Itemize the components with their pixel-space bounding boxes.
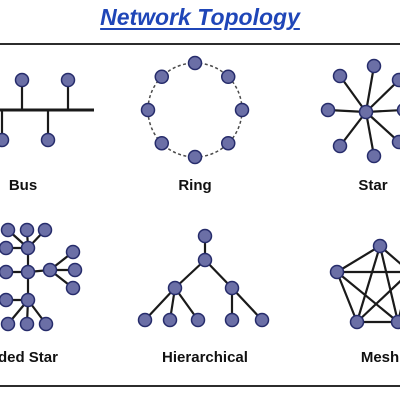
- hierarchical-node: [197, 252, 213, 268]
- bus-node: [0, 132, 10, 148]
- mesh-link: [336, 245, 381, 273]
- extended-star-node: [38, 316, 54, 332]
- mesh-link: [355, 245, 382, 323]
- hierarchical-leaf-node: [162, 312, 178, 328]
- extended-star-node: [19, 222, 35, 238]
- label-ring: Ring: [178, 177, 211, 194]
- mesh-node: [329, 264, 345, 280]
- extended-star-subhub-node: [0, 264, 14, 280]
- bus-topology: [0, 72, 94, 148]
- star-link: [365, 111, 400, 143]
- extended-star-node: [0, 240, 14, 256]
- extended-star-node: [19, 316, 35, 332]
- extended-star-node: [0, 222, 16, 238]
- hierarchical-node: [167, 280, 183, 296]
- label-star: Star: [358, 177, 387, 194]
- hierarchical-topology: [137, 228, 270, 328]
- bus-node: [14, 72, 30, 88]
- label-bus: Bus: [9, 177, 37, 194]
- extended-star-node: [0, 316, 16, 332]
- hierarchical-leaf-node: [254, 312, 270, 328]
- star-hub-node: [358, 104, 374, 120]
- extended-star-node: [0, 292, 14, 308]
- extended-star-node: [67, 262, 83, 278]
- extended-star-subhub-node: [42, 262, 58, 278]
- extended-star-node: [65, 280, 81, 296]
- mesh-node: [349, 314, 365, 330]
- star-node: [366, 148, 382, 164]
- star-link: [339, 75, 367, 113]
- page-title: Network Topology: [100, 4, 300, 30]
- hierarchical-link: [231, 287, 263, 321]
- ring-node: [220, 69, 236, 85]
- extended-star-node: [37, 222, 53, 238]
- ring-node: [187, 149, 203, 165]
- mesh-link: [378, 245, 400, 323]
- mesh-node: [390, 314, 400, 330]
- bus-node: [60, 72, 76, 88]
- ring-node: [220, 135, 236, 151]
- mesh-link: [336, 271, 399, 323]
- extended-star-node: [65, 244, 81, 260]
- ring-node: [154, 135, 170, 151]
- hierarchical-leaf-node: [137, 312, 153, 328]
- ring-topology: [140, 55, 250, 165]
- mesh-link: [335, 271, 359, 323]
- mesh-link: [356, 279, 400, 323]
- star-node: [320, 102, 336, 118]
- bus-node: [40, 132, 56, 148]
- extended-star-topology: [0, 222, 83, 332]
- mesh-node: [372, 238, 388, 254]
- star-node: [391, 72, 400, 88]
- extended-star-subhub-node: [20, 240, 36, 256]
- extended-star-subhub-node: [20, 292, 36, 308]
- star-link: [365, 79, 400, 113]
- hierarchical-leaf-node: [224, 312, 240, 328]
- ring-node: [140, 102, 156, 118]
- star-link: [364, 65, 376, 113]
- hierarchical-root-node: [197, 228, 213, 244]
- diagram-frame: [0, 43, 400, 387]
- star-node: [391, 134, 400, 150]
- label-hierarchical: Hierarchical: [162, 349, 248, 366]
- label-extended-star: Extended Star: [0, 349, 58, 366]
- star-node: [332, 68, 348, 84]
- mesh-topology: [329, 238, 400, 330]
- extended-star-hub-node: [20, 264, 36, 280]
- hierarchical-leaf-node: [190, 312, 206, 328]
- hierarchical-node: [224, 280, 240, 296]
- star-node: [366, 58, 382, 74]
- ring-node: [187, 55, 203, 71]
- star-link: [364, 111, 376, 157]
- hierarchical-link: [144, 287, 176, 321]
- star-topology: [320, 58, 400, 164]
- label-mesh: Mesh: [361, 349, 399, 366]
- ring-node: [154, 69, 170, 85]
- star-node: [396, 103, 400, 117]
- star-node: [332, 138, 348, 154]
- ring-node: [234, 102, 250, 118]
